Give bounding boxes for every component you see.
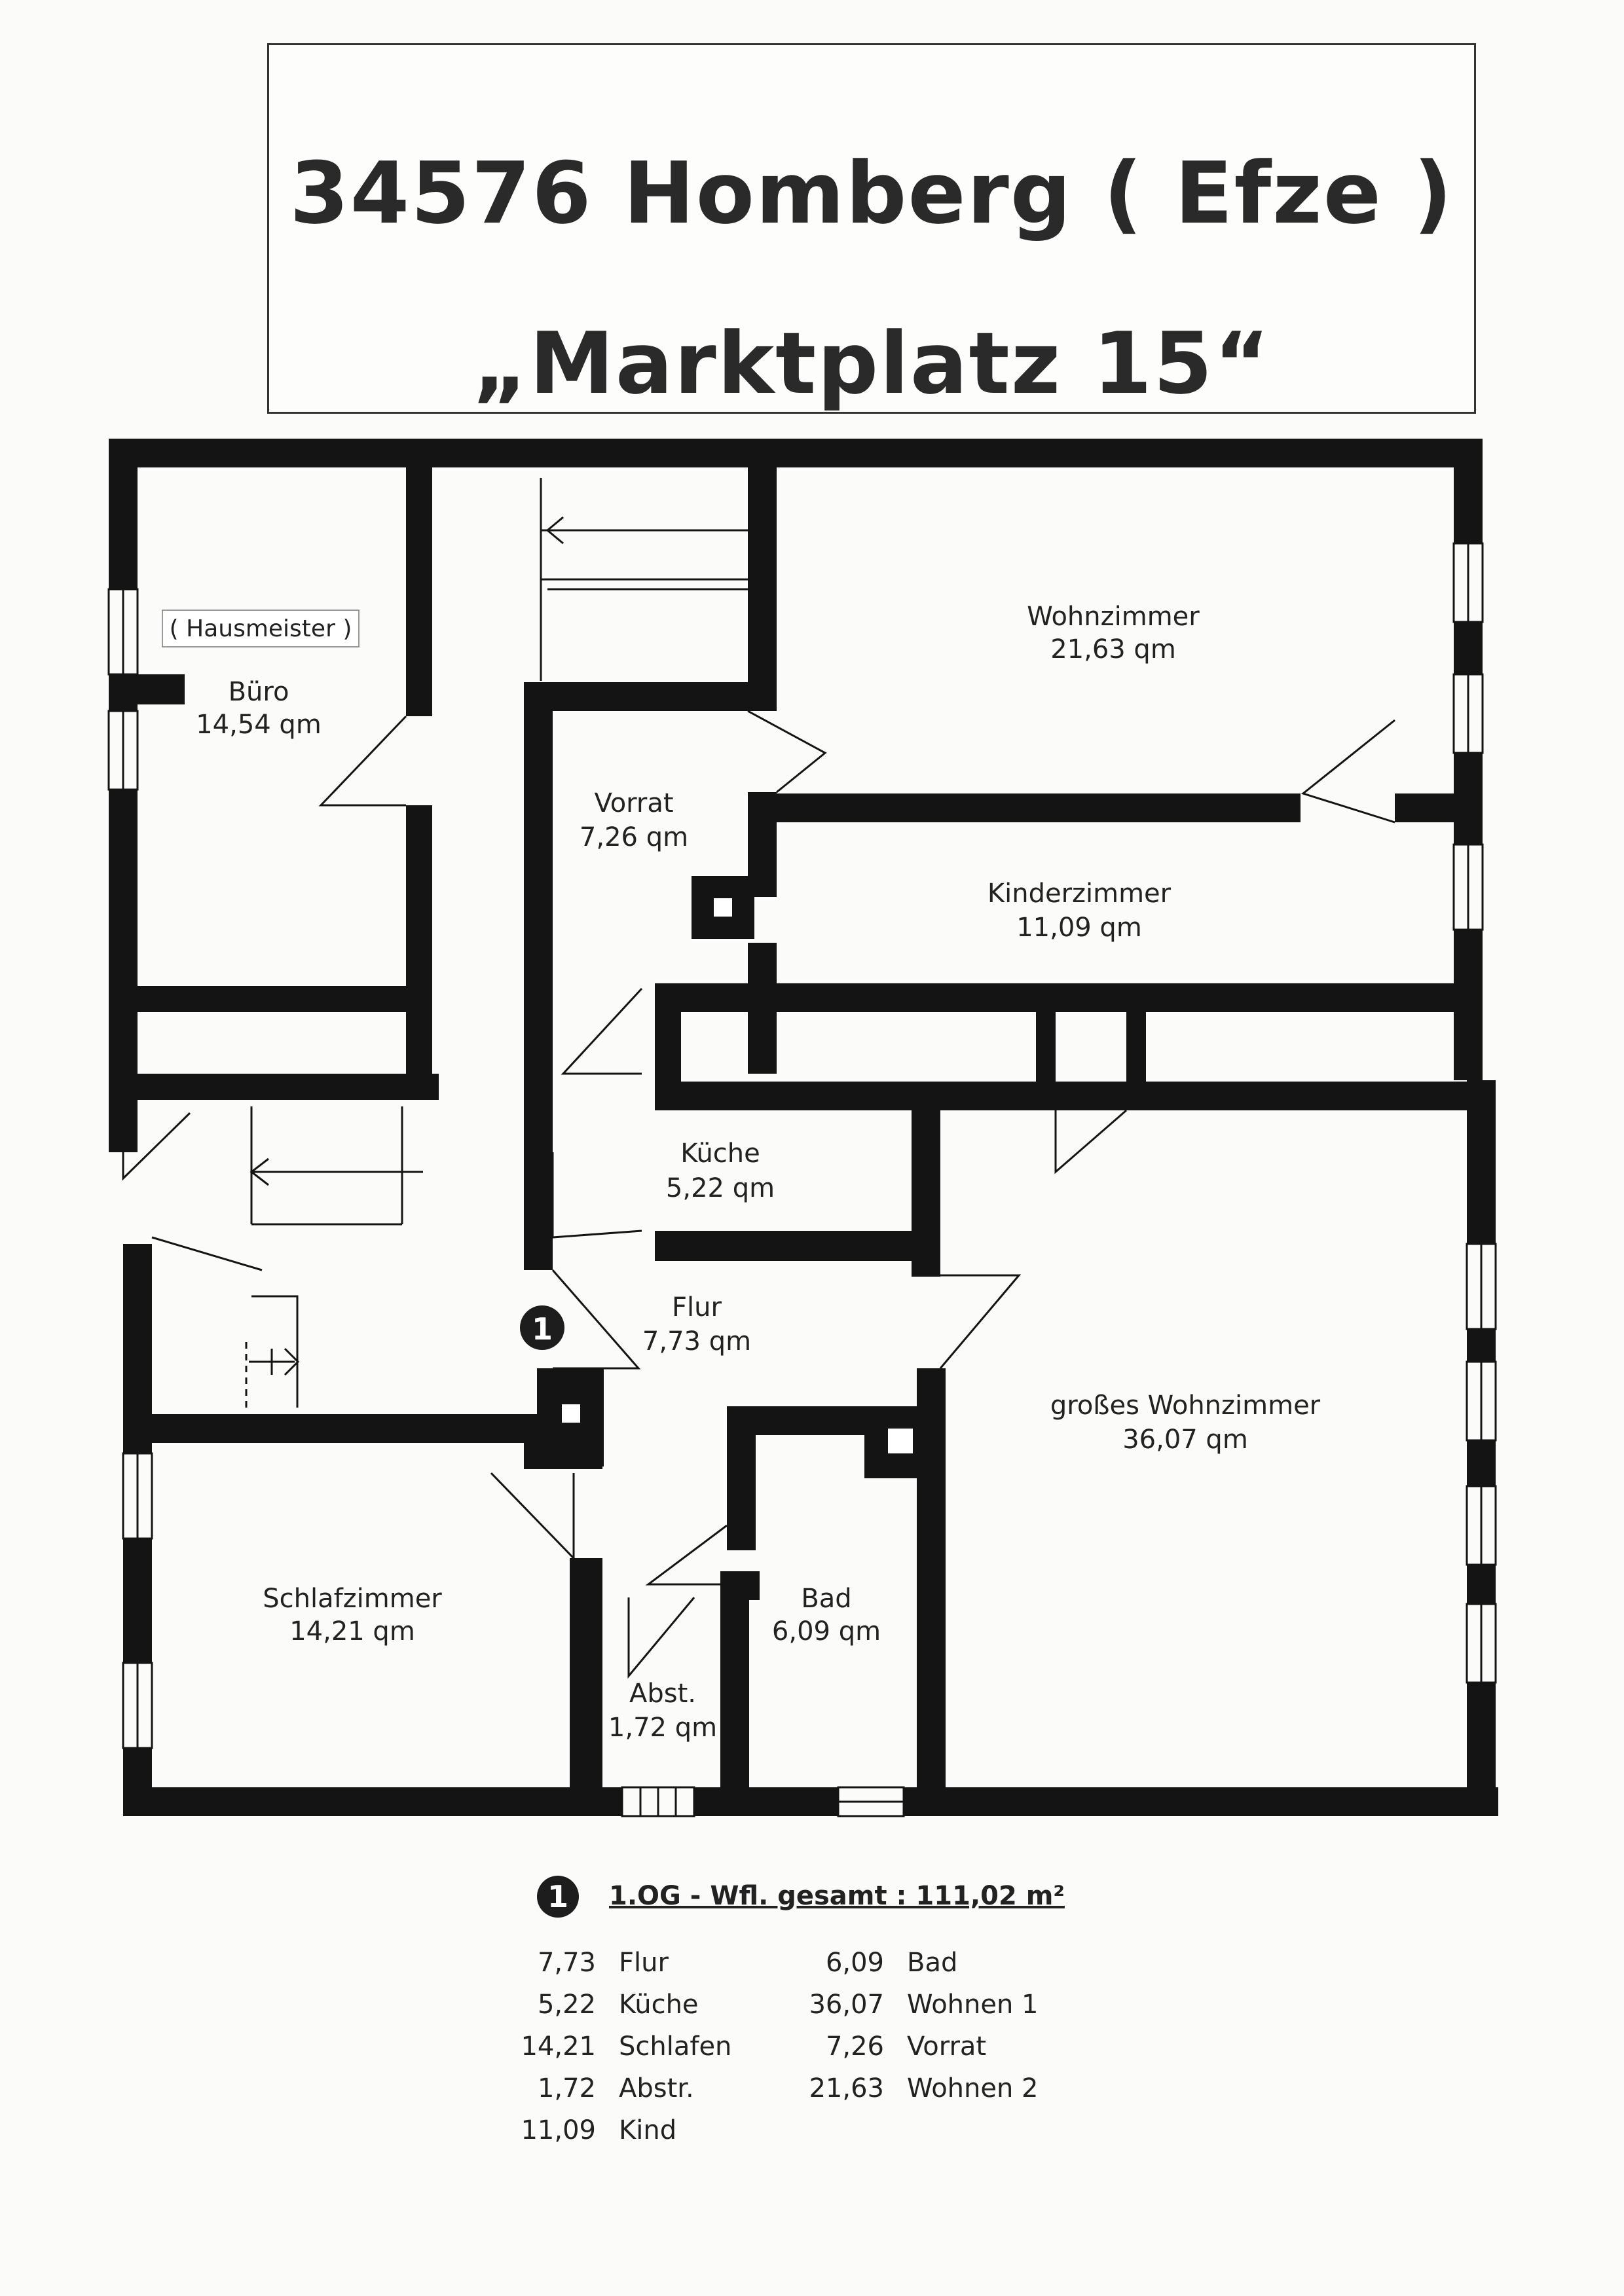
- wall-corridor-mid-b: [1126, 983, 1146, 1110]
- walls: [109, 439, 1498, 1816]
- wall-kueche-bottom: [655, 1231, 940, 1261]
- wall-corridor-mid-a: [1036, 983, 1056, 1110]
- room-kinderzimmer-name: Kinderzimmer: [987, 879, 1172, 909]
- wall-schlaf-right: [574, 1558, 602, 1807]
- room-schlafzimmer-name: Schlafzimmer: [263, 1584, 442, 1614]
- summary-value: 21,63: [809, 2073, 884, 2104]
- summary-label: Bad: [907, 1948, 958, 1978]
- summary-label: Wohnen 1: [907, 1990, 1039, 2020]
- room-wohnzimmer-area: 21,63 qm: [1050, 634, 1176, 665]
- room-vorrat-area: 7,26 qm: [580, 822, 688, 852]
- room-abst-name: Abst.: [629, 1679, 696, 1709]
- summary-value: 7,26: [825, 2032, 884, 2062]
- wall-flur-left: [524, 1074, 553, 1270]
- summary-title: 1.OG - Wfl. gesamt : 111,02 m²: [609, 1881, 1065, 1911]
- plan-marker: [520, 1305, 564, 1350]
- summary-value: 6,09: [825, 1948, 884, 1978]
- wall-corridor-bottom: [655, 1082, 1480, 1110]
- area-summary: 1 1.OG - Wfl. gesamt : 111,02 m² 7,73 Fl…: [511, 1843, 1065, 2157]
- wall-buero-right-lower: [406, 805, 432, 1099]
- room-kueche-name: Küche: [680, 1139, 760, 1169]
- summary-value: 11,09: [521, 2115, 596, 2145]
- door-buero: [318, 715, 407, 807]
- door-flur-right: [939, 1274, 1022, 1369]
- wall-left: [109, 439, 138, 1152]
- door-wohnzimmer: [1301, 719, 1395, 824]
- door-vorrat: [747, 710, 827, 793]
- wall-bottom: [123, 1787, 1498, 1816]
- summary-value: 7,73: [537, 1948, 596, 1978]
- door-bad: [645, 1524, 728, 1586]
- door-swings: [122, 710, 1395, 1679]
- room-kinderzimmer-area: 11,09 qm: [1016, 913, 1142, 943]
- door-flur: [551, 1269, 641, 1370]
- summary-label: Vorrat: [907, 2032, 987, 2062]
- room-buero-area: 14,54 qm: [196, 710, 322, 740]
- wall-right-lower: [1467, 1080, 1496, 1813]
- summary-value: 36,07: [809, 1990, 884, 2020]
- summary-value: 5,22: [537, 1990, 596, 2020]
- wall-vorrat-top: [524, 682, 748, 711]
- room-grosses-wohnzimmer-name: großes Wohnzimmer: [1050, 1391, 1321, 1421]
- room-flur-name: Flur: [672, 1292, 722, 1322]
- summary-label: Küche: [619, 1990, 699, 2020]
- wall-bad-left-lower: [720, 1571, 749, 1800]
- summary-label: Abstr.: [619, 2073, 694, 2104]
- wall-stair-hall-top: [109, 1074, 436, 1100]
- room-buero-name: Büro: [229, 677, 289, 707]
- title-box: 34576 Homberg ( Efze ) „Marktplatz 15“: [267, 43, 1476, 414]
- room-schlafzimmer-area: 14,21 qm: [289, 1616, 415, 1647]
- summary-marker: 1: [537, 1876, 579, 1918]
- wall-buero-stub: [138, 674, 185, 704]
- wall-buero-right: [406, 467, 432, 716]
- door-corridor: [1054, 1109, 1127, 1175]
- room-wohnzimmer-name: Wohnzimmer: [1027, 602, 1200, 632]
- door-abst: [627, 1597, 695, 1679]
- room-vorrat-name: Vorrat: [594, 788, 673, 818]
- chimney-hole-flur: [562, 1404, 580, 1423]
- room-bad-area: 6,09 qm: [772, 1616, 881, 1647]
- wall-stair-right: [748, 467, 777, 711]
- wall-wohnzimmer-bottom: [777, 793, 1301, 822]
- title-street: „Marktplatz 15“: [472, 314, 1271, 413]
- summary-value: 1,72: [537, 2073, 596, 2104]
- plan-marker-number: 1: [532, 1311, 553, 1347]
- hausmeister-label-box: [162, 610, 360, 647]
- hausmeister-label: ( Hausmeister ): [170, 615, 352, 642]
- summary-label: Flur: [619, 1948, 669, 1978]
- title-postcode-city: 34576 Homberg ( Efze ): [289, 143, 1454, 243]
- summary-label: Wohnen 2: [907, 2073, 1039, 2104]
- chimney-hole-bad: [888, 1429, 913, 1453]
- chimney-hole-vorrat: [714, 898, 732, 917]
- wall-schlaf-top: [152, 1414, 578, 1443]
- room-grosses-wohnzimmer-area: 36,07 qm: [1122, 1425, 1248, 1455]
- door-schlaf: [490, 1472, 575, 1561]
- stairs: [151, 478, 748, 1408]
- room-abst-area: 1,72 qm: [608, 1713, 717, 1743]
- wall-corridor-left: [655, 983, 681, 1110]
- chimney-holes: [562, 898, 913, 1453]
- wall-buero-bottom: [138, 986, 432, 1012]
- wall-bad-top-lower: [720, 1571, 760, 1600]
- wall-grosses-left-upper: [912, 1106, 940, 1277]
- wall-top: [109, 439, 1481, 467]
- door-stair-hall: [122, 1112, 191, 1181]
- door-kueche: [551, 1152, 642, 1239]
- summary-label: Schlafen: [619, 2032, 732, 2062]
- room-kueche-area: 5,22 qm: [666, 1173, 775, 1203]
- wall-bad-left: [727, 1406, 756, 1550]
- summary-label: Kind: [619, 2115, 677, 2145]
- wall-vorrat-left: [524, 682, 553, 1075]
- door-vorrat-lower: [561, 987, 643, 1075]
- room-bad-name: Bad: [801, 1584, 851, 1614]
- wall-right-upper: [1454, 439, 1483, 1080]
- wall-wohnzimmer-bottom-right: [1395, 793, 1460, 822]
- window-mullions: [122, 543, 1483, 1816]
- room-flur-area: 7,73 qm: [642, 1326, 751, 1357]
- summary-value: 14,21: [521, 2032, 596, 2062]
